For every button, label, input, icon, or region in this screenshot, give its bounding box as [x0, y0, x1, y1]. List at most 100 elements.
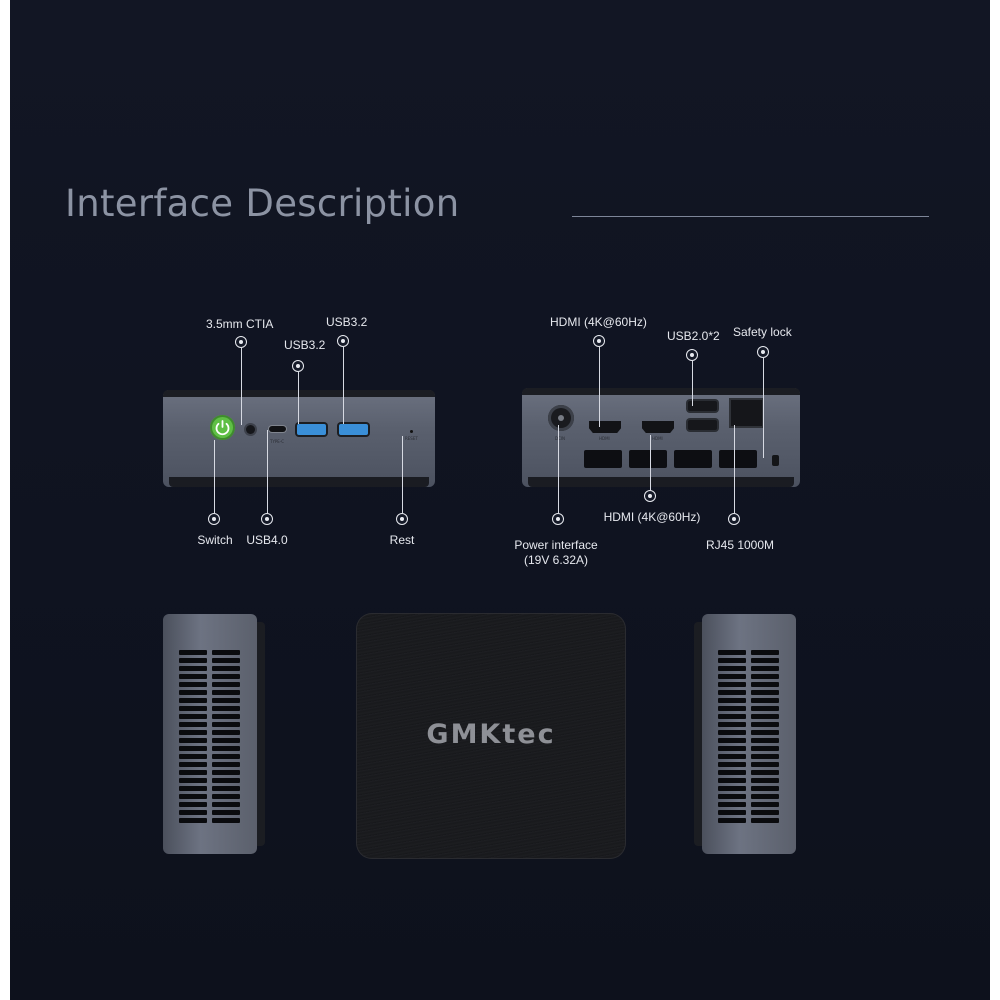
left-side-view	[163, 614, 265, 854]
product-panel: Interface Description TYPE-C RESET 3.5mm…	[10, 0, 990, 1000]
side-vent-slot	[179, 730, 207, 735]
marker-usb3-2-b	[337, 335, 349, 347]
label-usb4-0: USB4.0	[246, 533, 288, 547]
brand-logo: GMKtec	[426, 719, 556, 750]
side-vent-slot	[212, 650, 240, 655]
side-vent-slot	[718, 698, 746, 703]
security-lock-slot	[772, 455, 779, 466]
label-3-5mm-ctia: 3.5mm CTIA	[206, 317, 274, 331]
side-vent-slot	[718, 738, 746, 743]
side-vent-slot	[718, 786, 746, 791]
label-usb3-2-a: USB3.2	[284, 338, 326, 352]
reset-pinhole[interactable]	[410, 430, 413, 433]
side-vent-slot	[751, 666, 779, 671]
side-vent-slot	[212, 794, 240, 799]
side-vent-slot	[212, 802, 240, 807]
leader-line	[558, 425, 559, 513]
side-vent-slot	[718, 658, 746, 663]
side-vent-slot	[751, 810, 779, 815]
marker-usb3-2-a	[292, 360, 304, 372]
side-vent-slot	[751, 794, 779, 799]
leader-line	[763, 358, 764, 458]
usb-a-port	[339, 424, 368, 435]
side-vent-slot	[718, 818, 746, 823]
usb-a-port	[297, 424, 326, 435]
leader-line	[692, 361, 693, 406]
side-vent-slot	[212, 818, 240, 823]
marker-reset	[396, 513, 408, 525]
hdmi-port	[642, 421, 674, 433]
label-power-interface: Power interface	[514, 538, 598, 552]
hdmi-port	[589, 421, 621, 433]
side-vent-slot	[179, 738, 207, 743]
side-vent-slot	[751, 682, 779, 687]
label-switch: Switch	[197, 533, 233, 547]
leader-line	[734, 425, 735, 513]
side-vent-slot	[212, 714, 240, 719]
leader-line	[241, 348, 242, 425]
side-vent-slot	[179, 794, 207, 799]
side-vent-slot	[751, 690, 779, 695]
top-view-device: GMKtec	[356, 613, 626, 859]
side-vent-slot	[718, 714, 746, 719]
side-vent-slot	[212, 722, 240, 727]
side-vent-slot	[718, 754, 746, 759]
side-vent-slot	[179, 666, 207, 671]
side-vent-slot	[718, 770, 746, 775]
side-vent-slot	[212, 698, 240, 703]
marker-3-5mm-ctia	[235, 336, 247, 348]
leader-line	[214, 440, 215, 513]
side-vent-slot	[179, 802, 207, 807]
label-hdmi-bottom: HDMI (4K@60Hz)	[603, 510, 701, 524]
side-vent-slot	[751, 706, 779, 711]
power-button[interactable]	[210, 415, 235, 440]
side-vent-slot	[212, 682, 240, 687]
marker-usb2-0	[686, 349, 698, 361]
leader-line	[599, 347, 600, 427]
hdmi-printed-label: HDMI	[599, 436, 610, 441]
audio-jack	[246, 425, 255, 434]
side-vent-slot	[212, 706, 240, 711]
device-base	[169, 477, 429, 487]
page-title: Interface Description	[65, 182, 460, 225]
side-cap	[257, 622, 265, 846]
rear-vent	[584, 450, 622, 468]
side-vent-slot	[179, 786, 207, 791]
dc-pin	[558, 415, 564, 421]
side-vent-slot	[212, 674, 240, 679]
side-vent-slot	[718, 778, 746, 783]
device-base	[528, 477, 794, 487]
power-icon	[215, 420, 230, 436]
label-usb3-2-b: USB3.2	[326, 315, 368, 329]
label-hdmi-top: HDMI (4K@60Hz)	[550, 315, 647, 329]
marker-hdmi-bottom	[644, 490, 656, 502]
leader-line	[298, 372, 299, 424]
side-vent-slot	[179, 714, 207, 719]
title-divider	[572, 216, 929, 217]
side-vent-slot	[751, 658, 779, 663]
side-vent-slot	[751, 818, 779, 823]
label-safety-lock: Safety lock	[733, 325, 792, 339]
side-vent-slot	[179, 746, 207, 751]
dcin-printed-label: DCIN	[555, 436, 566, 441]
side-vent-slot	[179, 754, 207, 759]
side-vent-slot	[751, 738, 779, 743]
hdmi-printed-label: HDMI	[652, 436, 663, 441]
side-vent-slot	[718, 746, 746, 751]
side-vent-slot	[212, 666, 240, 671]
usb-c-port	[269, 426, 286, 432]
side-vent-slot	[212, 810, 240, 815]
side-vent-slot	[212, 754, 240, 759]
side-vent-slot	[212, 690, 240, 695]
side-vent-slot	[751, 802, 779, 807]
marker-switch	[208, 513, 220, 525]
side-vent-slot	[212, 786, 240, 791]
side-vent-slot	[179, 650, 207, 655]
rear-vent	[629, 450, 667, 468]
side-vent-slot	[751, 650, 779, 655]
rj45-port	[731, 400, 762, 426]
side-vent-slot	[718, 666, 746, 671]
marker-power-interface	[552, 513, 564, 525]
side-vent-slot	[212, 778, 240, 783]
side-vent-slot	[179, 674, 207, 679]
